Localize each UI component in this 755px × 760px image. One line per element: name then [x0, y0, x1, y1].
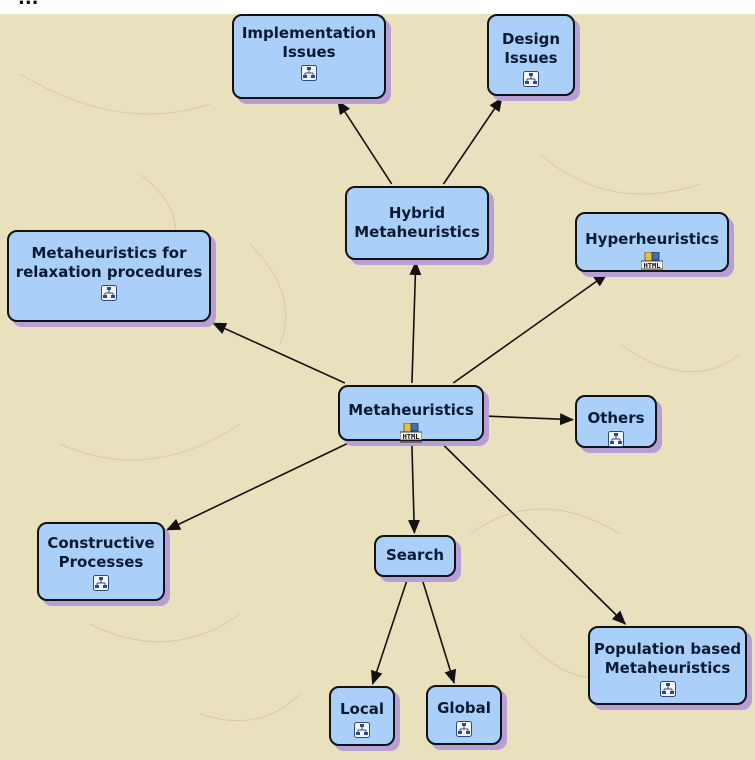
concept-map-icon[interactable]	[608, 431, 624, 447]
concept-map-icon[interactable]	[354, 722, 370, 738]
concept-map-icon[interactable]	[101, 285, 117, 301]
node-constructive-processes[interactable]: Constructive Processes	[37, 522, 165, 601]
node-population-based-metaheuristics[interactable]: Population based Metaheuristics	[588, 626, 747, 705]
arrow-central-to-relaxation	[212, 322, 346, 384]
connector-layer	[166, 97, 627, 685]
node-population-based-metaheuristics-label: Population based Metaheuristics	[593, 640, 742, 677]
node-search-label: Search	[385, 546, 445, 564]
node-search[interactable]: Search	[374, 535, 456, 577]
arrow-search-to-global	[421, 578, 457, 684]
node-global[interactable]: Global	[426, 685, 502, 745]
arrow-central-to-hyperheuristics	[452, 273, 608, 384]
node-local-label: Local	[339, 700, 385, 718]
html-icon[interactable]: HTML	[641, 252, 663, 272]
svg-text:HTML: HTML	[644, 262, 661, 270]
node-others[interactable]: Others	[575, 395, 657, 448]
svg-text:HTML: HTML	[403, 433, 420, 441]
concept-map-icon[interactable]	[456, 721, 472, 737]
node-hyperheuristics[interactable]: Hyperheuristics HTML	[575, 212, 729, 272]
top-caption-text: ...	[18, 0, 39, 9]
node-relaxation-procedures-label: Metaheuristics for relaxation procedures	[15, 244, 203, 281]
node-hybrid-metaheuristics[interactable]: Hybrid Metaheuristics	[345, 186, 489, 260]
arrow-central-to-constructive	[166, 442, 349, 531]
node-implementation-issues[interactable]: Implementation Issues	[232, 14, 386, 99]
concept-map-icon[interactable]	[93, 575, 109, 591]
html-icon[interactable]: HTML	[400, 423, 422, 443]
arrow-central-to-search	[407, 442, 420, 534]
node-others-label: Others	[587, 409, 645, 427]
node-metaheuristics[interactable]: Metaheuristics HTML	[338, 385, 484, 443]
paper-texture	[19, 73, 741, 722]
node-design-issues[interactable]: Design Issues	[487, 14, 575, 96]
concept-map-icon[interactable]	[659, 681, 676, 697]
arrow-hybrid-to-design	[442, 97, 503, 185]
node-local[interactable]: Local	[329, 686, 395, 746]
concept-map-canvas: Metaheuristics HTML Hybrid Metaheuristic…	[0, 14, 755, 760]
node-hybrid-metaheuristics-label: Hybrid Metaheuristics	[354, 204, 480, 241]
node-constructive-processes-label: Constructive Processes	[47, 534, 155, 571]
arrow-hybrid-to-implementation	[337, 100, 393, 185]
node-metaheuristics-label: Metaheuristics	[348, 401, 474, 419]
concept-map-icon[interactable]	[523, 71, 539, 87]
node-relaxation-procedures[interactable]: Metaheuristics for relaxation procedures	[7, 230, 211, 322]
concept-map-icon[interactable]	[301, 65, 317, 81]
node-global-label: Global	[437, 699, 491, 717]
node-design-issues-label: Design Issues	[501, 30, 561, 67]
arrow-central-to-hybrid	[409, 261, 422, 384]
node-implementation-issues-label: Implementation Issues	[241, 24, 377, 61]
node-hyperheuristics-label: Hyperheuristics	[585, 230, 719, 248]
arrow-central-to-population	[440, 442, 627, 625]
arrow-search-to-local	[370, 578, 409, 685]
arrow-central-to-others	[485, 413, 574, 426]
